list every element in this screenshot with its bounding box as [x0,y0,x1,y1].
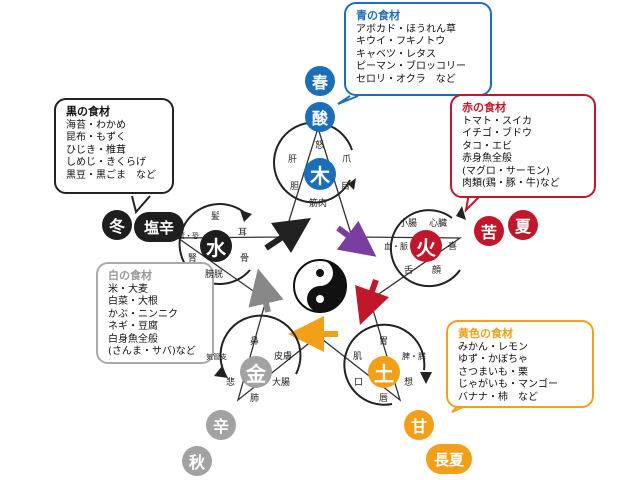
white-food-bubble: 白の食材 米・大麦 白菜・大根 かぶ・ニンニク ネギ・豆腐 白身魚全般 (さんま… [96,262,214,364]
water-taste-badge: 塩辛 [134,212,184,242]
blue-food-title: 青の食材 [356,9,400,22]
water-ring [178,203,251,285]
earth-label-muscle: 肌 [353,352,363,362]
yin-yang-icon [293,259,347,313]
water-label-bladder: 膀胱 [205,270,224,280]
black-food-bubble: 黒の食材 海苔・わかめ 昆布・もずく ひじき・椎茸 しめじ・きくらげ 黒豆・黒ご… [54,98,174,194]
fire-label-small-intestine: 小腸 [399,219,418,229]
blue-food-line: セロリ・オクラ など [356,73,456,85]
fire-label-blood: 血・脈 [384,242,408,251]
red-food-line: 肉類(鶏・豚・牛)など [462,178,560,190]
earth-label-think: 想 [404,378,414,388]
metal-label-trachea: 気管支 [206,353,227,361]
wood-label-emotion: 怒 [315,141,325,151]
wood-label-gall: 胆 [290,182,300,192]
red-food-line: イチゴ・ブドウ [462,128,532,140]
wood-label-muscle: 筋肉 [309,199,328,209]
metal-season-badge: 秋 [182,446,212,476]
fire-element-circle: 火 [410,230,442,262]
earth-label-mouth: 口 [354,378,364,388]
red-food-bubble: 赤の食材 トマト・スイカ イチゴ・ブドウ タコ・エビ 赤身魚全般 (マグロ・サー… [450,94,596,198]
black-food-line: 昆布・もずく [66,132,126,144]
yellow-food-line: バナナ・柿 など [458,391,538,403]
metal-label-skin: 皮膚 [274,352,293,362]
metal-label-lung: 肺 [250,394,260,404]
red-food-line: (マグロ・サーモン) [462,165,550,177]
blue-food-line: ピーマン・ブロッコリー [356,61,466,73]
fire-label-tongue: 舌 [404,266,414,276]
water-element-circle: 水 [200,230,232,262]
wood-label-eye: 目 [341,182,351,192]
metal-element-circle: 金 [240,356,272,388]
white-food-line: (さんま・サバ)など [108,346,196,358]
arrow-metal-to-water [248,268,284,313]
fire-label-face: 顔 [432,266,442,276]
yellow-food-line: ゆず・かぼちゃ [458,354,528,366]
blue-food-line: キウイ・フキノトウ [356,36,446,48]
white-food-line: かぶ・ニンニク [108,308,178,320]
metal-ring [219,314,302,375]
earth-season-badge: 長夏 [426,444,472,474]
wood-label-liver: 肝 [288,155,298,165]
fire-ring [389,209,461,288]
wood-label-nail: 爪 [342,155,352,165]
earth-taste-badge: 甘 [404,410,434,440]
earth-element-circle: 土 [368,356,400,388]
blue-food-bubble: 青の食材 アボカド・ほうれん草 キウイ・フキノトウ キャベツ・レタス ピーマン・… [344,2,492,96]
red-food-title: 赤の食材 [462,101,506,114]
fire-taste-badge: 苦 [474,216,504,246]
wood-taste-badge: 酸 [305,102,335,132]
fire-season-badge: 夏 [508,210,538,240]
yellow-food-title: 黄色の食材 [458,327,513,340]
black-food-line: 海苔・わかめ [66,120,126,131]
fire-label-heart: 心臓 [429,219,448,229]
metal-taste-badge: 辛 [206,410,236,440]
water-label-bone: 骨 [240,254,250,264]
red-food-line: トマト・スイカ [462,116,532,127]
fire-label-joy: 喜 [448,242,458,252]
black-bubble-tail [131,195,151,215]
white-food-line: 白身魚全般 [108,333,158,345]
water-label-hair: 髪 [211,212,221,222]
black-food-line: しめじ・きくらげ [66,157,146,169]
blue-food-line: キャベツ・レタス [356,48,436,60]
black-food-line: 黒豆・黒ごま など [66,169,156,181]
blue-bubble-tail [337,95,359,105]
red-food-line: 赤身魚全般 [462,153,512,165]
wood-element-circle: 木 [304,158,336,190]
metal-label-nose: 鼻 [250,337,260,347]
white-food-line: ネギ・豆腐 [108,321,158,333]
yellow-food-line: さつまいも・栗 [458,366,528,378]
yellow-food-line: じゃがいも・マンゴー [458,379,558,391]
arrow-wood-to-fire [336,220,377,257]
yellow-food-bubble: 黄色の食材 みかん・レモン ゆず・かぼちゃ さつまいも・栗 じゃがいも・マンゴー… [446,320,594,408]
wood-season-badge: 春 [305,66,335,96]
white-food-title: 白の食材 [108,269,152,282]
black-food-title: 黒の食材 [66,105,110,118]
metal-label-grief: 悲 [226,378,236,388]
blue-food-line: アボカド・ほうれん草 [356,24,456,35]
earth-ring [343,323,426,406]
earth-label-spleen: 脾・膵 [402,352,426,361]
earth-label-lip: 唇 [379,394,389,404]
water-label-ear: 耳 [238,228,248,238]
metal-label-large-intestine: 大腸 [272,378,291,388]
red-food-line: タコ・エビ [462,140,512,152]
white-food-line: 白菜・大根 [108,296,158,308]
water-season-badge: 冬 [102,210,132,240]
arrow-water-to-wood [264,218,311,253]
water-label-kidney: 腎 [188,254,198,264]
white-food-line: 米・大麦 [108,284,148,295]
black-food-line: ひじき・椎茸 [66,144,126,156]
arrow-fire-to-earth [355,278,390,325]
water-label-fear: 驚・恐 [178,232,199,240]
yellow-food-line: みかん・レモン [458,342,528,353]
earth-label-stomach: 胃 [379,337,389,347]
